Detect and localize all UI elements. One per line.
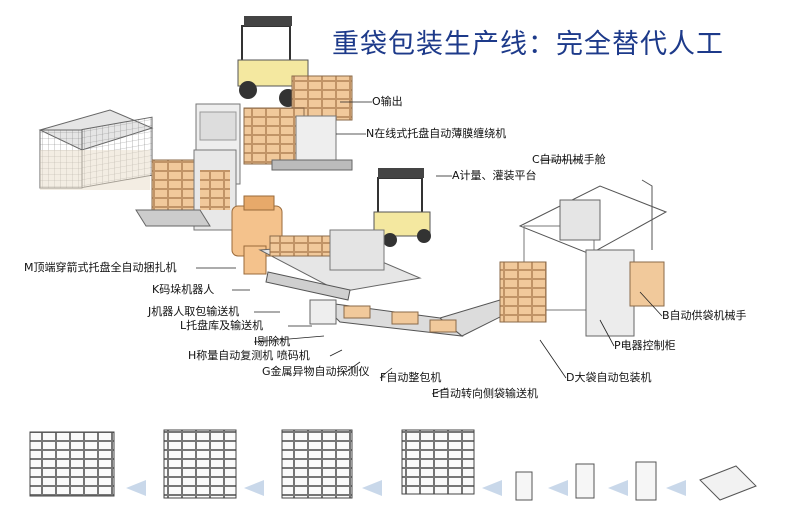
label-pallet-magazine: L托盘库及输送机 [180, 319, 264, 332]
bagging-tower [499, 179, 668, 337]
page-title: 重袋包装生产线：完全替代人工 [332, 29, 724, 60]
finished-pallet-stack [38, 109, 154, 190]
label-bag-flattener: F自动整包机 [380, 371, 442, 384]
label-turning-conveyor: E自动转向侧袋输送机 [432, 387, 538, 400]
label-robot-cabin: C自动机械手舱 [532, 153, 606, 166]
main-conveyor [309, 299, 524, 337]
label-control-cabinet: P电器控制柜 [614, 339, 676, 352]
flow-arrows [126, 480, 686, 496]
label-strapping-machine: M顶端穿箭式托盘全自动捆扎机 [24, 261, 177, 274]
label-filling-platform: A计量、灌装平台 [452, 169, 537, 182]
label-film-wrapper: N在线式托盘自动薄膜缠绕机 [366, 127, 507, 140]
label-bag-packer: D大袋自动包装机 [566, 371, 652, 384]
leader-lines [196, 101, 663, 395]
forklift-loading [329, 168, 431, 271]
label-bag-feeder: B自动供袋机械手 [662, 309, 747, 322]
label-metal-detector: G金属异物自动探测仪 [262, 365, 370, 378]
label-output: O输出 [372, 95, 403, 108]
label-robot-conveyor: J机器人取包输送机 [148, 305, 240, 318]
strapping-machine [135, 149, 237, 231]
bottom-flow [29, 429, 757, 501]
label-checkweigher: H称量自动复测机 喷码机 [188, 349, 310, 362]
label-reject-machine: I剔除机 [254, 335, 291, 348]
palletizing-robot [231, 195, 283, 275]
label-palletizing-robot: K码垛机器人 [152, 283, 215, 296]
